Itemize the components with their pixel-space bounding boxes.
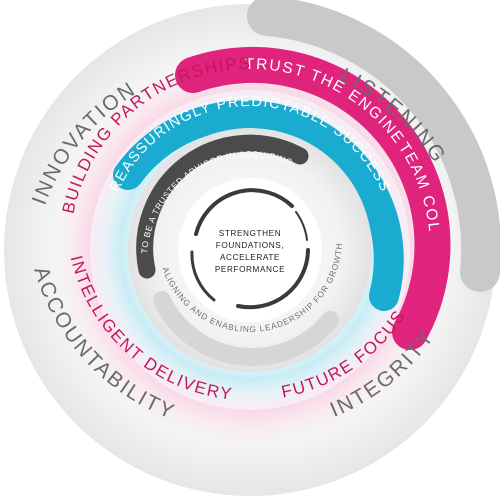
cyan-band [113,100,404,311]
grey-band-bottom [153,291,339,367]
magenta-band [175,46,451,350]
center-line-2: FOUNDATIONS, [216,241,284,250]
center-disc [178,178,322,322]
center-line-4: PERFORMANCE [215,265,285,274]
dark-band [136,134,309,279]
center-line-1: STRENGTHEN [219,229,281,238]
swirl-logo-icon [190,188,310,310]
outer-grey-band [247,0,500,292]
center-line-3: ACCELERATE [220,253,280,262]
